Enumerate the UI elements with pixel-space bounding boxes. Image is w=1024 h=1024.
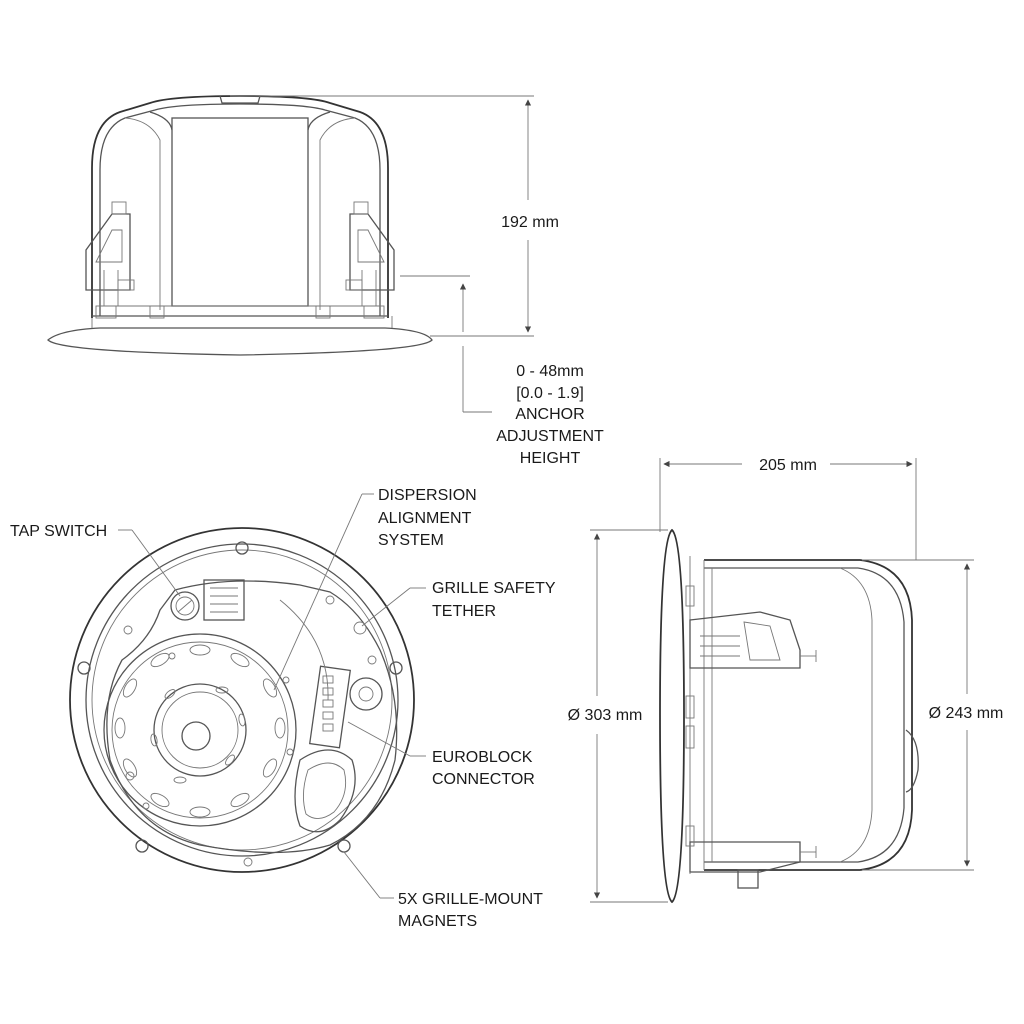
inner-diameter-dimension: Ø 243 mm xyxy=(862,559,1004,871)
inner-diameter-label: Ø 243 mm xyxy=(929,705,1004,722)
dispersion-label-1: DISPERSION xyxy=(378,487,477,504)
euroblock-label-2: CONNECTOR xyxy=(432,771,535,788)
anchor-range-mm: 0 - 48mm xyxy=(516,363,584,380)
outer-diameter-dimension: Ø 303 mm xyxy=(568,529,668,903)
anchor-label-2: ADJUSTMENT xyxy=(496,428,604,445)
anchor-label-1: ANCHOR xyxy=(515,406,584,423)
tap-switch-label: TAP SWITCH xyxy=(10,523,107,540)
anchor-adjustment-dimension: 0 - 48mm [0.0 - 1.9] ANCHOR ADJUSTMENT H… xyxy=(400,275,604,467)
depth-dimension: 205 mm xyxy=(659,457,917,560)
tether-label-1: GRILLE SAFETY xyxy=(432,580,556,597)
tether-label-2: TETHER xyxy=(432,603,496,620)
height-dimension: 192 mm xyxy=(230,95,559,337)
front-elevation-view xyxy=(47,95,433,356)
depth-dimension-label: 205 mm xyxy=(759,457,817,474)
face-view-callouts: TAP SWITCH DISPERSION ALIGNMENT SYSTEM G… xyxy=(10,487,556,930)
euroblock-label-1: EUROBLOCK xyxy=(432,749,533,766)
side-elevation-view xyxy=(659,528,919,904)
face-view xyxy=(69,527,415,873)
magnets-label-2: MAGNETS xyxy=(398,913,477,930)
magnets-label-1: 5X GRILLE-MOUNT xyxy=(398,891,543,908)
dispersion-label-2: ALIGNMENT xyxy=(378,510,472,527)
outer-diameter-label: Ø 303 mm xyxy=(568,707,643,724)
height-dimension-label: 192 mm xyxy=(501,214,559,231)
dispersion-label-3: SYSTEM xyxy=(378,532,444,549)
anchor-label-3: HEIGHT xyxy=(520,450,581,467)
anchor-range-in: [0.0 - 1.9] xyxy=(516,385,584,402)
